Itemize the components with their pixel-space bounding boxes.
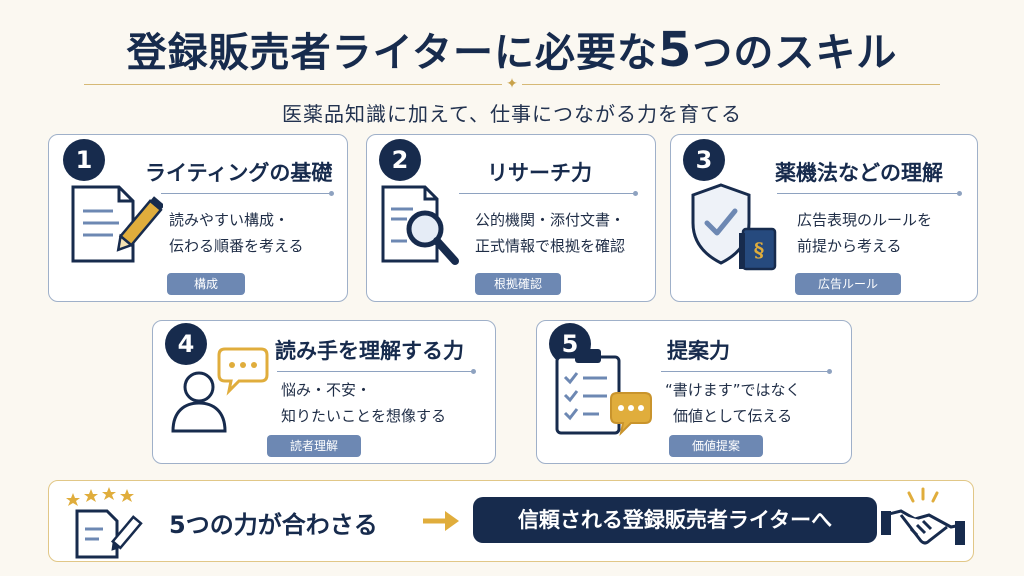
skill-card-5: 5 提案力 “書けます”ではなく 価値として伝える 価値提案 [536,320,852,464]
card-tag: 読者理解 [267,435,361,457]
arrow-right-icon [423,511,459,531]
card-desc-line: 価値として伝える [673,407,793,425]
card-number-badge: 4 [165,323,207,365]
card-tag: 根拠確認 [475,273,561,295]
card-desc-line: 広告表現のルールを [797,211,933,229]
shield-law-book-icon: § [691,183,777,271]
page-subtitle: 医薬品知識に加えて、仕事につながる力を育てる [282,102,742,126]
card-title: ライティングの基礎 [145,161,333,185]
card-desc-line: 公的機関・添付文書・ [475,211,626,229]
skill-card-3: 3 薬機法などの理解 § 広告表現のルールを 前提から考える 広告ルール [670,134,978,302]
card-title-underline [661,369,832,374]
card-desc-line: 読みやすい構成・ [169,211,290,229]
card-desc-line: 前提から考える [797,237,902,255]
card-number-badge: 2 [379,139,421,181]
diamond-ornament-icon: ✦ [506,76,518,92]
page-title: 登録販売者ライターに必要な5つのスキル [0,20,1024,78]
card-desc-line: 悩み・不安・ [281,381,372,399]
card-description: 悩み・不安・ 知りたいことを想像する [281,377,446,429]
card-description: 広告表現のルールを 前提から考える [797,207,932,259]
card-tag: 価値提案 [669,435,763,457]
skill-card-2: 2 リサーチ力 公的機関・添付文書・ 正式情報で根拠を確認 根拠確認 [366,134,656,302]
title-number: 5 [658,22,693,78]
card-number-badge: 1 [63,139,105,181]
handshake-icon [881,487,965,545]
card-number-badge: 3 [683,139,725,181]
card-description: 公的機関・添付文書・ 正式情報で根拠を確認 [475,207,625,259]
clipboard-checklist-icon [555,349,652,437]
document-pen-icon [71,185,163,263]
person-speech-bubble-icon [171,347,269,433]
card-title: 提案力 [667,339,730,363]
card-desc-line: 知りたいことを想像する [281,407,447,425]
card-tag: 広告ルール [795,273,901,295]
card-title-underline [277,369,476,374]
card-title: リサーチ力 [487,161,592,185]
card-tag: 構成 [167,273,245,295]
title-divider-left [84,84,502,85]
title-prefix: 登録販売者ライターに必要な [126,30,658,76]
card-title-underline [161,191,334,196]
document-magnifier-icon [381,185,459,265]
card-description: “書けます”ではなく 価値として伝える [665,377,801,429]
svg-text:§: § [754,238,764,262]
card-desc-line: 正式情報で根拠を確認 [475,237,626,255]
card-description: 読みやすい構成・ 伝わる順番を考える [169,207,304,259]
summary-bar: 5つの力が合わさる 信頼される登録販売者ライターへ [48,480,974,562]
card-title-underline [777,191,962,196]
skill-card-1: 1 ライティングの基礎 読みやすい構成・ 伝わる順番を考える 構成 [48,134,348,302]
card-desc-line: “書けます”ではなく [665,381,801,399]
document-stars-icon [66,487,143,559]
card-title: 薬機法などの理解 [775,161,943,185]
card-desc-line: 伝わる順番を考える [169,237,304,255]
skill-card-4: 4 読み手を理解する力 悩み・不安・ 知りたいことを想像する 読者理解 [152,320,496,464]
title-divider-right [522,84,940,85]
title-suffix: つのスキル [692,30,898,76]
card-title-underline [459,191,638,196]
result-banner: 信頼される登録販売者ライターへ [473,497,877,543]
summary-text: 5つの力が合わさる [169,511,378,539]
card-title: 読み手を理解する力 [275,339,464,363]
